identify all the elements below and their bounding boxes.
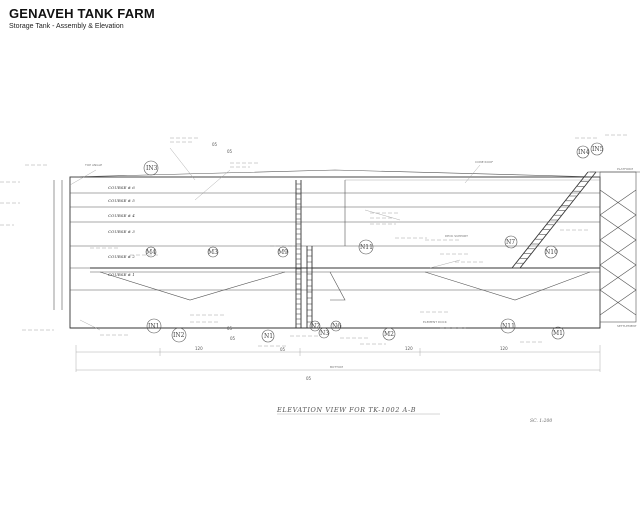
nozzle-tag: M4 — [145, 246, 157, 258]
nozzle-tag: M2 — [382, 327, 396, 341]
svg-text:N7: N7 — [506, 239, 515, 246]
nozzle-tag: M1 — [551, 326, 565, 340]
course-label: COURSE # 3 — [108, 229, 135, 234]
nozzle-tag: IN1 — [146, 318, 162, 334]
platform-note: PLATFORM — [617, 167, 633, 171]
svg-text:N10: N10 — [545, 249, 558, 256]
tank-shell — [69, 169, 601, 329]
svg-text:M3: M3 — [208, 249, 218, 256]
platform-tower — [590, 171, 640, 323]
svg-text:N11: N11 — [360, 244, 373, 251]
course-labels: COURSE # 6 COURSE # 5 COURSE # 4 COURSE … — [108, 185, 135, 277]
svg-text:IN3: IN3 — [146, 165, 158, 172]
dimension-label: 120 — [405, 346, 413, 351]
deck-support-left — [99, 271, 286, 301]
drawing-caption: ELEVATION VIEW FOR TK-1002 A-B — [276, 406, 416, 414]
course-label: COURSE # 1 — [108, 272, 135, 277]
svg-text:M9: M9 — [278, 249, 288, 256]
dimension-label: 120 — [500, 346, 508, 351]
drawing-scale: SC. 1:200 — [530, 418, 552, 424]
page-subtitle: Storage Tank - Assembly & Elevation — [9, 23, 124, 30]
course-label: COURSE # 4 — [108, 213, 135, 218]
cone-roof-note: CONE ROOF — [475, 160, 493, 164]
nozzle-tag: N3 — [318, 327, 330, 339]
svg-text:N11: N11 — [502, 323, 515, 330]
part-mark: 05 — [230, 336, 236, 341]
cone-roof — [69, 169, 601, 178]
svg-text:N6: N6 — [332, 323, 341, 330]
deck-support-note: DECK SUPPORT — [445, 234, 468, 238]
svg-text:N3: N3 — [320, 330, 329, 337]
svg-text:IN2: IN2 — [173, 332, 185, 339]
svg-text:IN5: IN5 — [592, 146, 604, 153]
course-label: COURSE # 5 — [108, 198, 135, 203]
course-label: COURSE # 2 — [108, 254, 135, 259]
dimension-lines: 120 120 120 BOTTOM — [75, 345, 601, 372]
bottom-note: BOTTOM — [330, 365, 343, 369]
nozzle-tags: IN3 IN4 IN5 N11 N7 N10 M4 M3 M9 IN1 IN2 … — [143, 142, 604, 343]
nozzle-tag: N6 — [330, 320, 342, 332]
svg-text:N1: N1 — [264, 333, 273, 340]
course-label: COURSE # 6 — [108, 185, 135, 190]
svg-text:M4: M4 — [146, 249, 156, 256]
part-mark: 05 — [280, 347, 286, 352]
nozzle-tag: IN3 — [143, 160, 159, 176]
svg-text:IN1: IN1 — [148, 323, 159, 330]
fine-print — [0, 134, 629, 347]
element-dock-note: ELEMENT DOCK — [423, 320, 448, 324]
svg-text:M2: M2 — [384, 331, 394, 338]
nozzle-tag: N11 — [358, 239, 374, 255]
leader-lines: TOP ANGLE CONE ROOF DECK SUPPORT ELEMENT… — [69, 147, 637, 331]
part-mark: 05 — [227, 149, 233, 154]
deck-support-mid — [329, 271, 346, 301]
nozzle-tag: N1 — [261, 329, 275, 343]
settlement-note: SETTLEMENT — [617, 324, 637, 328]
nozzle-tag: N7 — [504, 235, 518, 249]
part-marks: 05 05 05 05 05 05 — [212, 142, 312, 381]
spiral-stair — [511, 171, 597, 269]
top-angle-note: TOP ANGLE — [84, 163, 102, 167]
part-mark: 05 — [212, 142, 218, 147]
nozzle-tag: N11 — [500, 318, 516, 334]
nozzle-tag: IN4 — [576, 145, 590, 159]
nozzle-tag: M3 — [207, 246, 219, 258]
nozzle-tag: M9 — [277, 246, 289, 258]
nozzle-tag: IN2 — [171, 327, 187, 343]
dimension-label: 120 — [195, 346, 203, 351]
page-title: GENAVEH TANK FARM — [9, 6, 155, 21]
nozzle-tag: N2 — [309, 320, 321, 332]
shell-ladder — [295, 180, 313, 328]
svg-text:IN4: IN4 — [578, 149, 590, 156]
deck-support-right — [424, 271, 591, 301]
svg-text:N2: N2 — [311, 323, 320, 330]
part-mark: 05 — [306, 376, 312, 381]
left-nozzles — [53, 180, 63, 310]
nozzle-tag: N10 — [544, 245, 558, 259]
drawing-header: GENAVEH TANK FARM Storage Tank - Assembl… — [9, 6, 155, 30]
nozzle-tag: IN5 — [590, 142, 604, 156]
part-mark: 05 — [227, 326, 233, 331]
svg-text:M1: M1 — [553, 330, 563, 337]
